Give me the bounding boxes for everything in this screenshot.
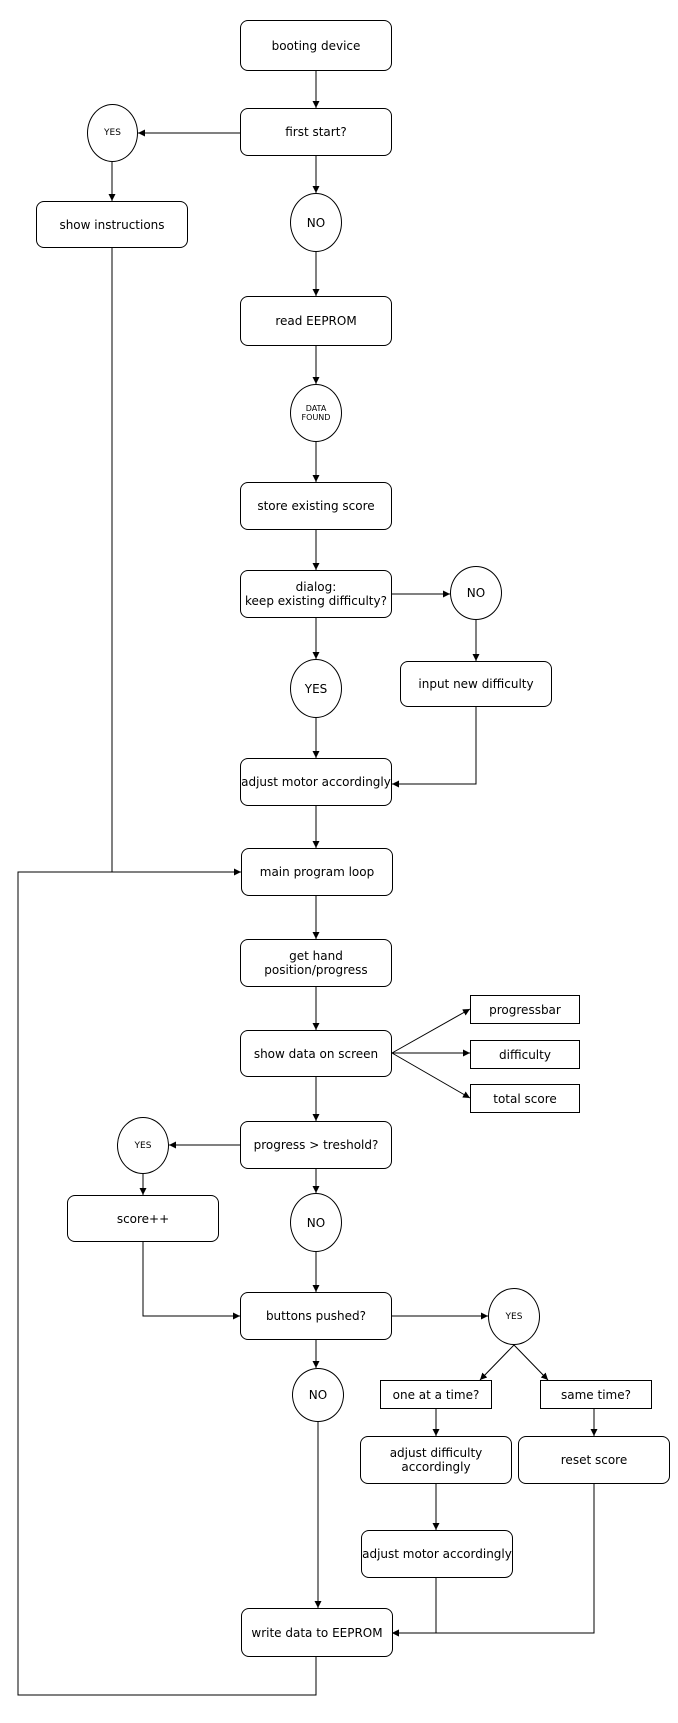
first-start-no-circle: NO bbox=[290, 193, 342, 252]
arrow-adjust-motor-to-write-eeprom bbox=[392, 1578, 437, 1637]
adjust-motor-box: adjust motor accordingly bbox=[240, 758, 392, 806]
arrow-yes-to-same-time bbox=[513, 1344, 549, 1381]
data-found-circle: DATA FOUND bbox=[290, 384, 342, 442]
input-new-difficulty-box: input new difficulty bbox=[400, 661, 552, 707]
progressbar-box: progressbar bbox=[470, 995, 580, 1024]
arrow-loop-return-to-main-loop bbox=[17, 868, 317, 1696]
store-existing-score-box: store existing score bbox=[240, 482, 392, 530]
first-start-decision: first start? bbox=[240, 108, 392, 156]
same-time-box: same time? bbox=[540, 1380, 652, 1409]
arrow-show-data-to-progressbar bbox=[391, 1008, 471, 1054]
arrow-score-increment-to-buttons bbox=[142, 1242, 240, 1320]
buttons-pushed-decision: buttons pushed? bbox=[240, 1292, 392, 1340]
show-instructions-box: show instructions bbox=[36, 201, 188, 248]
write-data-eeprom-box: write data to EEPROM bbox=[241, 1608, 393, 1657]
threshold-yes-circle: YES bbox=[117, 1117, 169, 1174]
show-data-on-screen-box: show data on screen bbox=[240, 1030, 392, 1077]
score-increment-box: score++ bbox=[67, 1195, 219, 1242]
adjust-motor-second-box: adjust motor accordingly bbox=[361, 1530, 513, 1578]
difficulty-box: difficulty bbox=[470, 1040, 580, 1069]
arrow-show-data-to-total-score bbox=[391, 1052, 471, 1099]
arrow-reset-score-to-write-eeprom bbox=[392, 1484, 595, 1637]
progress-threshold-decision: progress > treshold? bbox=[240, 1121, 392, 1169]
reset-score-box: reset score bbox=[518, 1436, 670, 1484]
adjust-difficulty-box: adjust difficulty accordingly bbox=[360, 1436, 512, 1484]
keep-difficulty-dialog-box: dialog: keep existing difficulty? bbox=[240, 570, 392, 618]
booting-device-box: booting device bbox=[240, 20, 392, 71]
total-score-box: total score bbox=[470, 1084, 580, 1113]
threshold-no-circle: NO bbox=[290, 1193, 342, 1252]
get-hand-position-box: get hand position/progress bbox=[240, 939, 392, 987]
buttons-yes-circle: YES bbox=[488, 1288, 540, 1345]
first-start-yes-circle: YES bbox=[87, 104, 138, 162]
arrow-input-difficulty-to-adjust-motor bbox=[392, 707, 477, 788]
main-program-loop-box: main program loop bbox=[241, 848, 393, 896]
arrow-yes-to-one-at-a-time bbox=[479, 1344, 515, 1381]
keep-difficulty-no-circle: NO bbox=[450, 566, 502, 620]
one-at-a-time-box: one at a time? bbox=[380, 1380, 492, 1409]
buttons-no-circle: NO bbox=[292, 1368, 344, 1422]
keep-difficulty-yes-circle: YES bbox=[290, 659, 342, 718]
read-eeprom-box: read EEPROM bbox=[240, 296, 392, 346]
